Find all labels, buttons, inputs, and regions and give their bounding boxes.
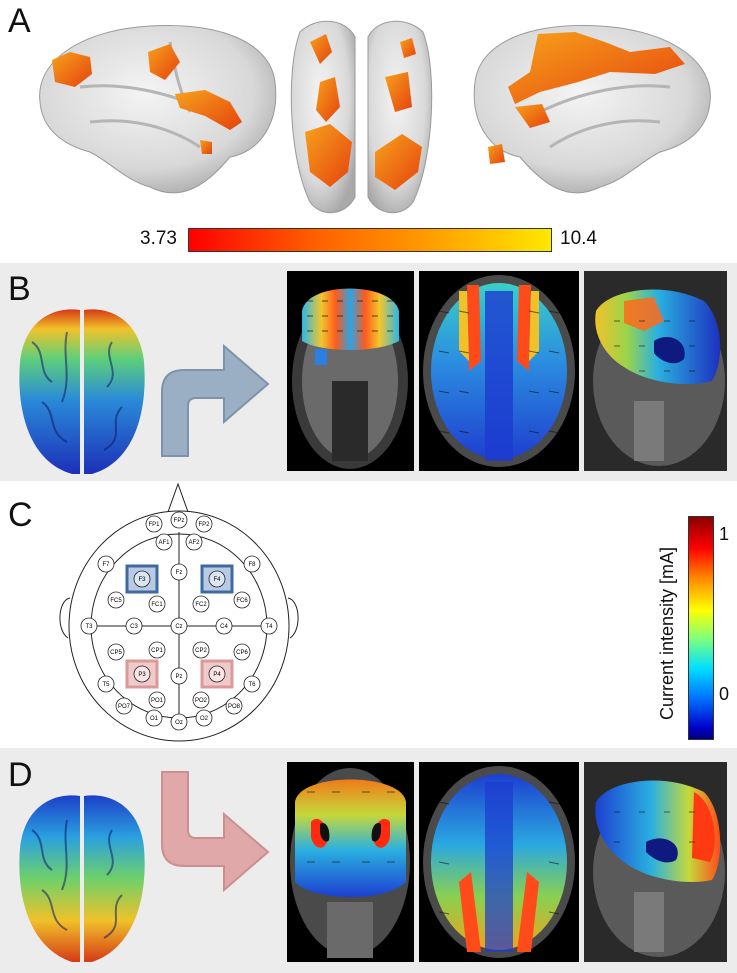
electrode-label-c4: C4: [220, 624, 228, 630]
electrode-t5: [97, 675, 115, 693]
electrode-label-fp1: FP1: [148, 522, 160, 528]
panel-label-a: A: [8, 2, 31, 40]
nose-outline: [167, 482, 189, 513]
electrode-fc1: [148, 595, 166, 613]
electrode-po7: [115, 697, 133, 715]
panel-a-brain-views: [39, 20, 711, 214]
left-ear-outline: [59, 597, 71, 639]
panel-b-mri-sagittal: [584, 271, 727, 471]
colorbar-c-min-label: 0: [719, 684, 730, 704]
electrode-cp1: [148, 641, 166, 659]
electrode-f7: [97, 555, 115, 573]
colorbar-a: [188, 228, 552, 252]
electrode-p3: [133, 665, 151, 683]
electrode-label-cp6: CP6: [236, 650, 248, 656]
electrode-label-pz: Pz: [175, 674, 182, 680]
electrode-c3: [125, 617, 143, 635]
electrode-cp6: [233, 643, 251, 661]
colorbar-c: [688, 516, 714, 740]
electrode-label-cp5: CP5: [110, 650, 122, 656]
electrode-label-fc1: FC1: [151, 602, 163, 608]
panel-d-arrow: [161, 771, 270, 892]
electrode-label-fc2: FC2: [195, 602, 207, 608]
panel-label-c: C: [8, 496, 33, 534]
electrode-label-fz: Fz: [176, 570, 183, 576]
electrode-fp2: [195, 515, 213, 533]
electrode-f4: [208, 570, 226, 588]
electrode-label-o2: O2: [200, 716, 209, 722]
colorbar-a-min-label: 3.73: [140, 228, 177, 249]
electrode-t6: [243, 675, 261, 693]
electrode-label-f3: F3: [138, 577, 146, 583]
electrode-af1: [155, 533, 173, 551]
electrode-label-t5: T5: [102, 682, 110, 688]
electrode-label-t4: T4: [265, 624, 273, 630]
electrode-label-po1: PO1: [151, 698, 164, 704]
electrode-o2: [195, 709, 213, 727]
electrode-label-o1: O1: [150, 716, 159, 722]
panel-label-d: D: [8, 756, 33, 794]
electrode-label-f7: F7: [102, 562, 110, 568]
electrode-label-fc6: FC6: [236, 598, 248, 604]
electrode-fz: [170, 563, 188, 581]
colorbar-a-max-label: 10.4: [560, 228, 597, 249]
electrode-fc5: [107, 591, 125, 609]
electrode-label-po7: PO7: [118, 704, 131, 710]
dorsal-brain-view: [290, 20, 433, 214]
electrode-p4: [208, 665, 226, 683]
electrode-label-af2: AF2: [188, 540, 200, 546]
electrode-label-f4: F4: [213, 577, 221, 583]
electrode-t4: [260, 617, 278, 635]
electrode-label-p4: P4: [213, 672, 221, 678]
electrode-o1: [145, 709, 163, 727]
colorbar-c-title: Current intensity [mA]: [657, 546, 677, 720]
electrode-f3: [133, 570, 151, 588]
panel-b-mri-coronal: [287, 271, 414, 471]
right-ear-outline: [287, 597, 299, 639]
electrode-pz: [170, 667, 188, 685]
electrode-fpz: [170, 511, 188, 529]
electrode-label-fpz: FPz: [174, 518, 185, 524]
electrode-label-t6: T6: [248, 682, 256, 688]
left-hemisphere-lateral-view: [39, 25, 277, 194]
panel-b-arrow: [161, 343, 270, 457]
electrode-label-f8: F8: [248, 562, 256, 568]
electrode-cp2: [192, 641, 210, 659]
colorbar-c-max-label: 1: [719, 524, 730, 544]
electrode-label-fp2: FP2: [198, 522, 210, 528]
electrode-label-af1: AF1: [158, 540, 170, 546]
electrode-label-cp2: CP2: [195, 648, 207, 654]
electrode-f8: [243, 555, 261, 573]
panel-d-mri-coronal: [287, 762, 414, 962]
electrode-fc2: [192, 595, 210, 613]
electrode-label-po2: PO2: [195, 698, 208, 704]
electrode-label-p3: P3: [138, 672, 146, 678]
electrode-label-t3: T3: [85, 624, 93, 630]
electrode-label-po8: PO8: [228, 704, 241, 710]
electrode-label-c3: C3: [130, 624, 138, 630]
electrode-label-cz: Cz: [175, 624, 182, 630]
panel-d-mri-axial: [419, 762, 579, 962]
electrode-label-fc5: FC5: [110, 598, 122, 604]
electrode-po1: [148, 691, 166, 709]
right-hemisphere-lateral-view: [473, 25, 711, 194]
electrode-cp5: [107, 643, 125, 661]
electrode-fc6: [233, 591, 251, 609]
panel-d-mri-sagittal: [584, 762, 727, 962]
electrode-af2: [185, 533, 203, 551]
panel-b-mri-axial: [419, 271, 579, 471]
panel-d-brain-3d: [19, 795, 145, 962]
electrode-c4: [215, 617, 233, 635]
electrode-po8: [225, 697, 243, 715]
electrode-label-oz: Oz: [175, 720, 183, 726]
electrode-oz: [170, 713, 188, 731]
panel-label-b: B: [8, 270, 31, 308]
electrode-label-cp1: CP1: [151, 648, 163, 654]
electrode-po2: [192, 691, 210, 709]
panel-b-brain-3d: [19, 309, 145, 474]
electrode-fp1: [145, 515, 163, 533]
electrode-t3: [80, 617, 98, 635]
electrode-cz: [170, 617, 188, 635]
